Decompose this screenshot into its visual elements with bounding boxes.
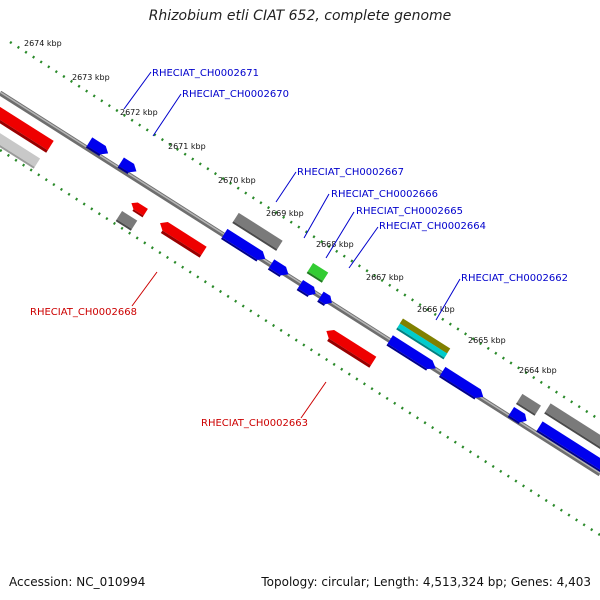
gene-forward[interactable] (386, 335, 438, 374)
tick-label: 2672 kbp (120, 108, 158, 117)
gene-label[interactable]: RHECIAT_CH0002662 (461, 273, 568, 284)
gene-reverse[interactable] (128, 200, 148, 218)
leader-line (131, 271, 158, 307)
gene-forward[interactable] (536, 421, 600, 473)
gene-rna[interactable] (544, 403, 600, 455)
inner-tick-ring (0, 148, 600, 537)
gene-label[interactable]: RHECIAT_CH0002668 (30, 307, 137, 318)
gene-label[interactable]: RHECIAT_CH0002671 (152, 68, 259, 79)
gene-forward[interactable] (438, 366, 486, 403)
gene-forward[interactable] (117, 157, 139, 177)
gene-cyan[interactable] (396, 323, 448, 360)
gene-reverse[interactable] (322, 327, 377, 368)
backbone-highlight (0, 91, 600, 474)
gene-forward[interactable] (317, 291, 334, 309)
gene-reverse[interactable] (156, 219, 207, 258)
tick-label: 2664 kbp (519, 366, 557, 375)
leader-line (303, 193, 330, 239)
topology-summary: Topology: circular; Length: 4,513,324 bp… (261, 575, 591, 589)
tick-label: 2671 kbp (168, 142, 206, 151)
genome-backbone (0, 90, 600, 477)
gene-forward[interactable] (220, 228, 268, 265)
gene-forward[interactable] (267, 259, 291, 280)
gene-rna[interactable] (232, 212, 283, 251)
tick-label: 2670 kbp (218, 176, 256, 185)
gene-label[interactable]: RHECIAT_CH0002665 (356, 206, 463, 217)
leader-line (348, 226, 379, 269)
leader-line (300, 381, 327, 419)
leader-line (152, 93, 182, 137)
leader-line (275, 171, 297, 203)
gene-label[interactable]: RHECIAT_CH0002667 (297, 167, 404, 178)
gene-rna[interactable] (515, 393, 541, 416)
gene-label[interactable]: RHECIAT_CH0002663 (201, 418, 308, 429)
gene-label[interactable]: RHECIAT_CH0002666 (331, 189, 438, 200)
gene-forward[interactable] (507, 406, 530, 427)
gene-forward[interactable] (85, 137, 111, 159)
outer-tick-ring (9, 40, 600, 422)
tick-label: 2665 kbp (468, 336, 506, 345)
tick-label: 2669 kbp (266, 209, 304, 218)
leader-line (435, 278, 461, 321)
gene-rna[interactable] (115, 210, 138, 231)
accession-text: Accession: NC_010994 (9, 575, 146, 589)
tick-label: 2666 kbp (417, 305, 455, 314)
tick-label: 2668 kbp (316, 240, 354, 249)
gene-label[interactable]: RHECIAT_CH0002664 (379, 221, 486, 232)
leader-line (325, 211, 355, 259)
map-title: Rhizobium etli CIAT 652, complete genome (148, 8, 452, 24)
tick-label: 2667 kbp (366, 273, 404, 282)
gene-rna[interactable] (0, 123, 41, 169)
tick-label: 2674 kbp (24, 39, 62, 48)
gene-rna-green[interactable] (306, 262, 329, 283)
gene-label[interactable]: RHECIAT_CH0002670 (182, 89, 289, 100)
gene-olive[interactable] (399, 318, 451, 354)
gene-forward[interactable] (296, 279, 319, 300)
gene-reverse[interactable] (0, 102, 54, 153)
leader-line (123, 71, 152, 110)
tick-label: 2673 kbp (72, 73, 110, 82)
